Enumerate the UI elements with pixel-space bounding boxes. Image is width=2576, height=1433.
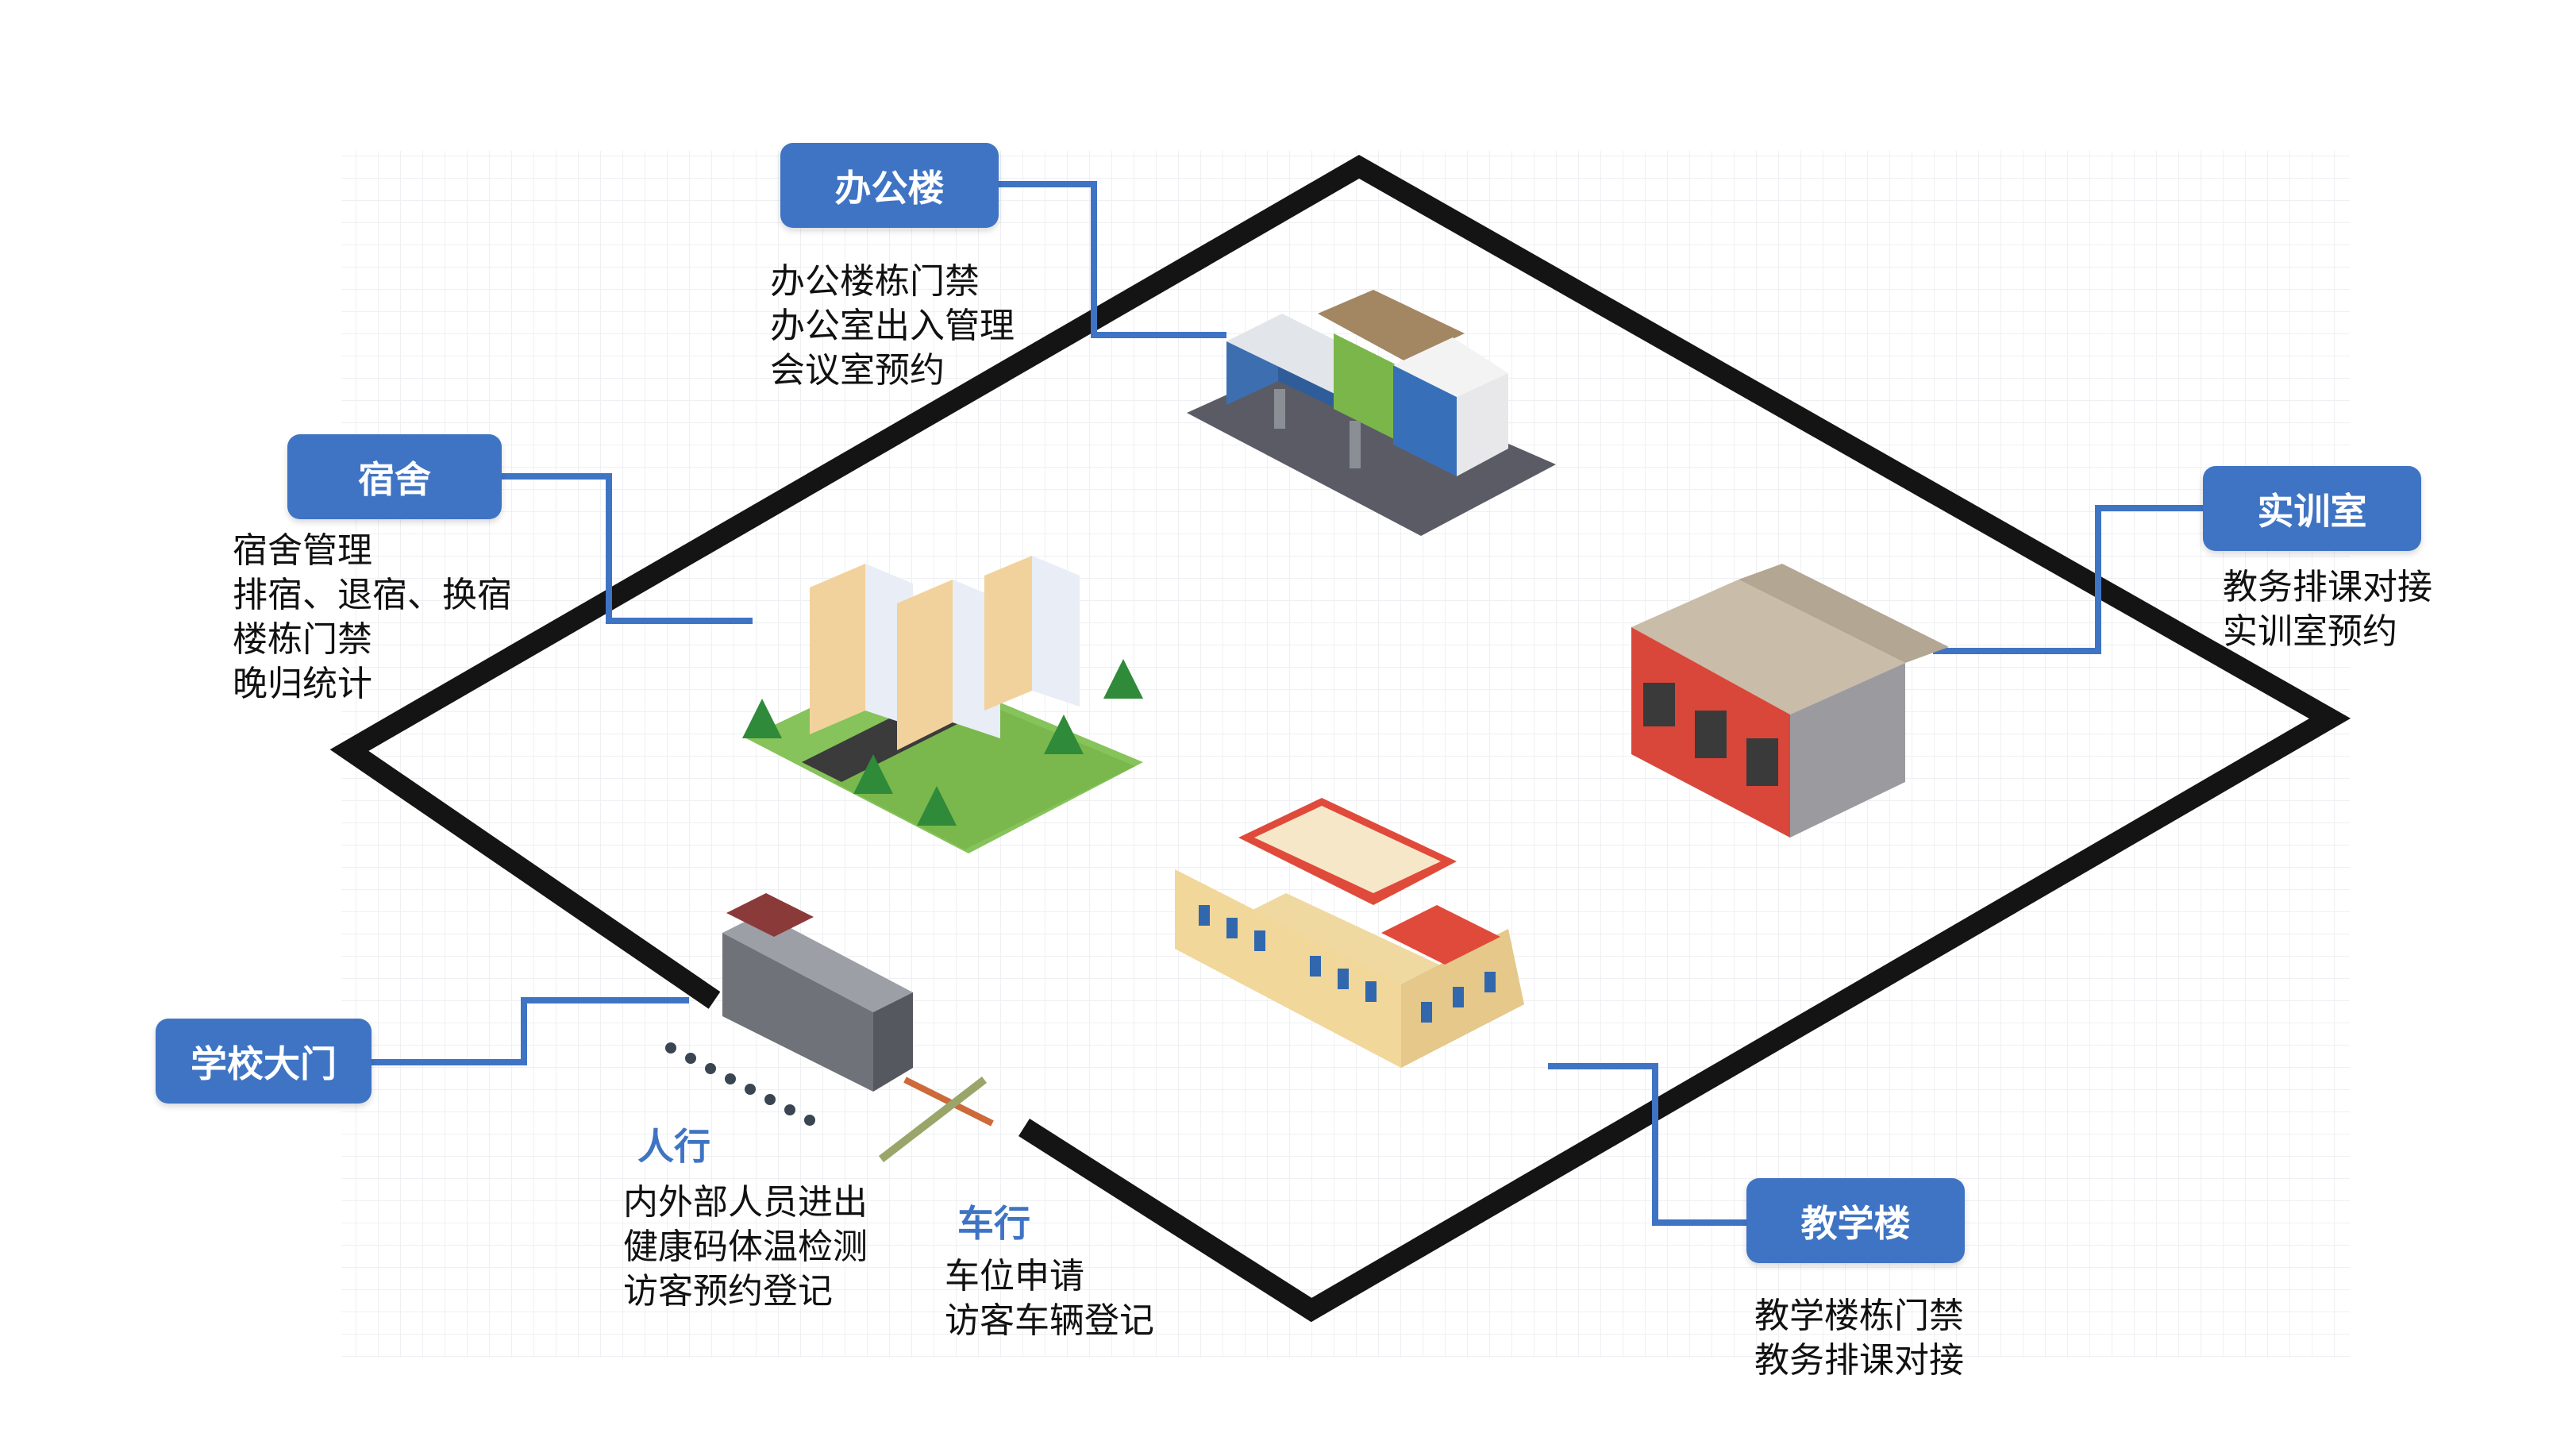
list-item: 车位申请	[945, 1256, 1084, 1296]
list-item: 访客预约登记	[623, 1271, 833, 1312]
list-item: 教学楼栋门禁	[1754, 1296, 1964, 1336]
teaching-building-items: 教学楼栋门禁 教务排课对接	[1754, 1294, 1964, 1383]
teaching-building-tag: 教学楼	[1746, 1178, 1965, 1263]
pedestrian-items: 内外部人员进出 健康码体温检测 访客预约登记	[623, 1181, 868, 1314]
office-building-icon	[1187, 290, 1556, 536]
list-item: 实训室预约	[2223, 611, 2397, 652]
list-item: 办公室出入管理	[770, 306, 1015, 346]
school-gate-icon	[665, 893, 994, 1162]
list-item: 宿舍管理	[233, 530, 372, 571]
gate-connector	[372, 997, 689, 1065]
list-item: 内外部人员进出	[623, 1182, 868, 1223]
office-connector	[996, 181, 1226, 338]
list-item: 楼栋门禁	[233, 619, 372, 660]
list-item: 教务排课对接	[2223, 567, 2432, 607]
list-item: 健康码体温检测	[623, 1227, 868, 1267]
grid-background	[341, 151, 2350, 1358]
dormitory-icon	[742, 556, 1143, 853]
list-item: 晚归统计	[233, 664, 372, 704]
office-building-tag: 办公楼	[780, 143, 999, 228]
training-room-icon	[1631, 564, 1949, 838]
dormitory-tag: 宿舍	[287, 434, 502, 519]
list-item: 办公楼栋门禁	[770, 261, 980, 302]
list-item: 教务排课对接	[1754, 1340, 1964, 1381]
list-item: 排宿、退宿、换宿	[233, 575, 512, 615]
list-item: 访客车辆登记	[945, 1300, 1154, 1341]
dorm-connector	[502, 473, 753, 624]
training-connector	[1933, 505, 2203, 654]
connector-lines	[372, 181, 2203, 1226]
teaching-connector	[1548, 1063, 1746, 1226]
vehicle-items: 车位申请 访客车辆登记	[945, 1254, 1154, 1343]
teaching-building-icon	[1175, 798, 1524, 1068]
office-building-items: 办公楼栋门禁 办公室出入管理 会议室预约	[770, 260, 1015, 393]
training-room-tag: 实训室	[2203, 466, 2421, 551]
training-room-items: 教务排课对接 实训室预约	[2223, 565, 2432, 654]
school-gate-tag: 学校大门	[156, 1019, 372, 1104]
campus-boundary	[329, 155, 2351, 1323]
dormitory-items: 宿舍管理 排宿、退宿、换宿 楼栋门禁 晚归统计	[233, 529, 512, 707]
pedestrian-heading: 人行	[637, 1125, 710, 1168]
list-item: 会议室预约	[770, 350, 945, 391]
vehicle-heading: 车行	[957, 1202, 1030, 1245]
